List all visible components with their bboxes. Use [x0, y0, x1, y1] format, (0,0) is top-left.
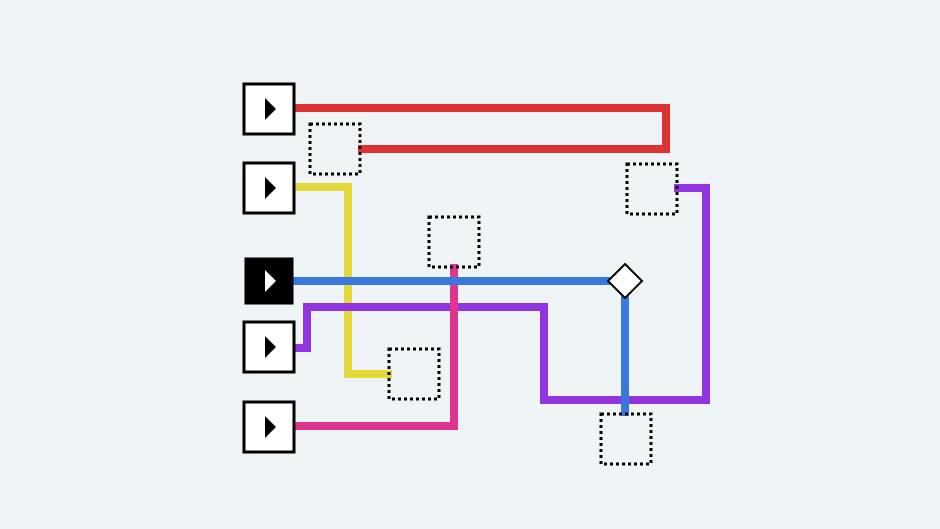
- wires: [292, 104, 710, 430]
- source-button-2[interactable]: [242, 161, 296, 215]
- pink-wire: [292, 264, 458, 430]
- source-button-3[interactable]: [244, 257, 294, 305]
- play-arrow-icon: [265, 416, 276, 438]
- play-arrow-icon: [265, 177, 276, 199]
- source-button-5[interactable]: [242, 400, 296, 454]
- diamond-splitter-icon[interactable]: [606, 262, 644, 300]
- source-button-4[interactable]: [242, 320, 296, 374]
- purple-wire: [292, 184, 710, 404]
- source-button-1[interactable]: [242, 82, 296, 136]
- target-slot-5[interactable]: [599, 412, 653, 466]
- target-slot-1[interactable]: [308, 122, 362, 176]
- sources: [242, 82, 296, 454]
- target-slot-3[interactable]: [427, 215, 481, 269]
- target-slot-4[interactable]: [387, 347, 441, 401]
- target-slot-2[interactable]: [625, 162, 679, 216]
- play-arrow-icon: [265, 98, 276, 120]
- play-arrow-icon: [265, 270, 276, 292]
- targets: [308, 122, 679, 466]
- red-wire: [292, 104, 670, 153]
- play-arrow-icon: [265, 336, 276, 358]
